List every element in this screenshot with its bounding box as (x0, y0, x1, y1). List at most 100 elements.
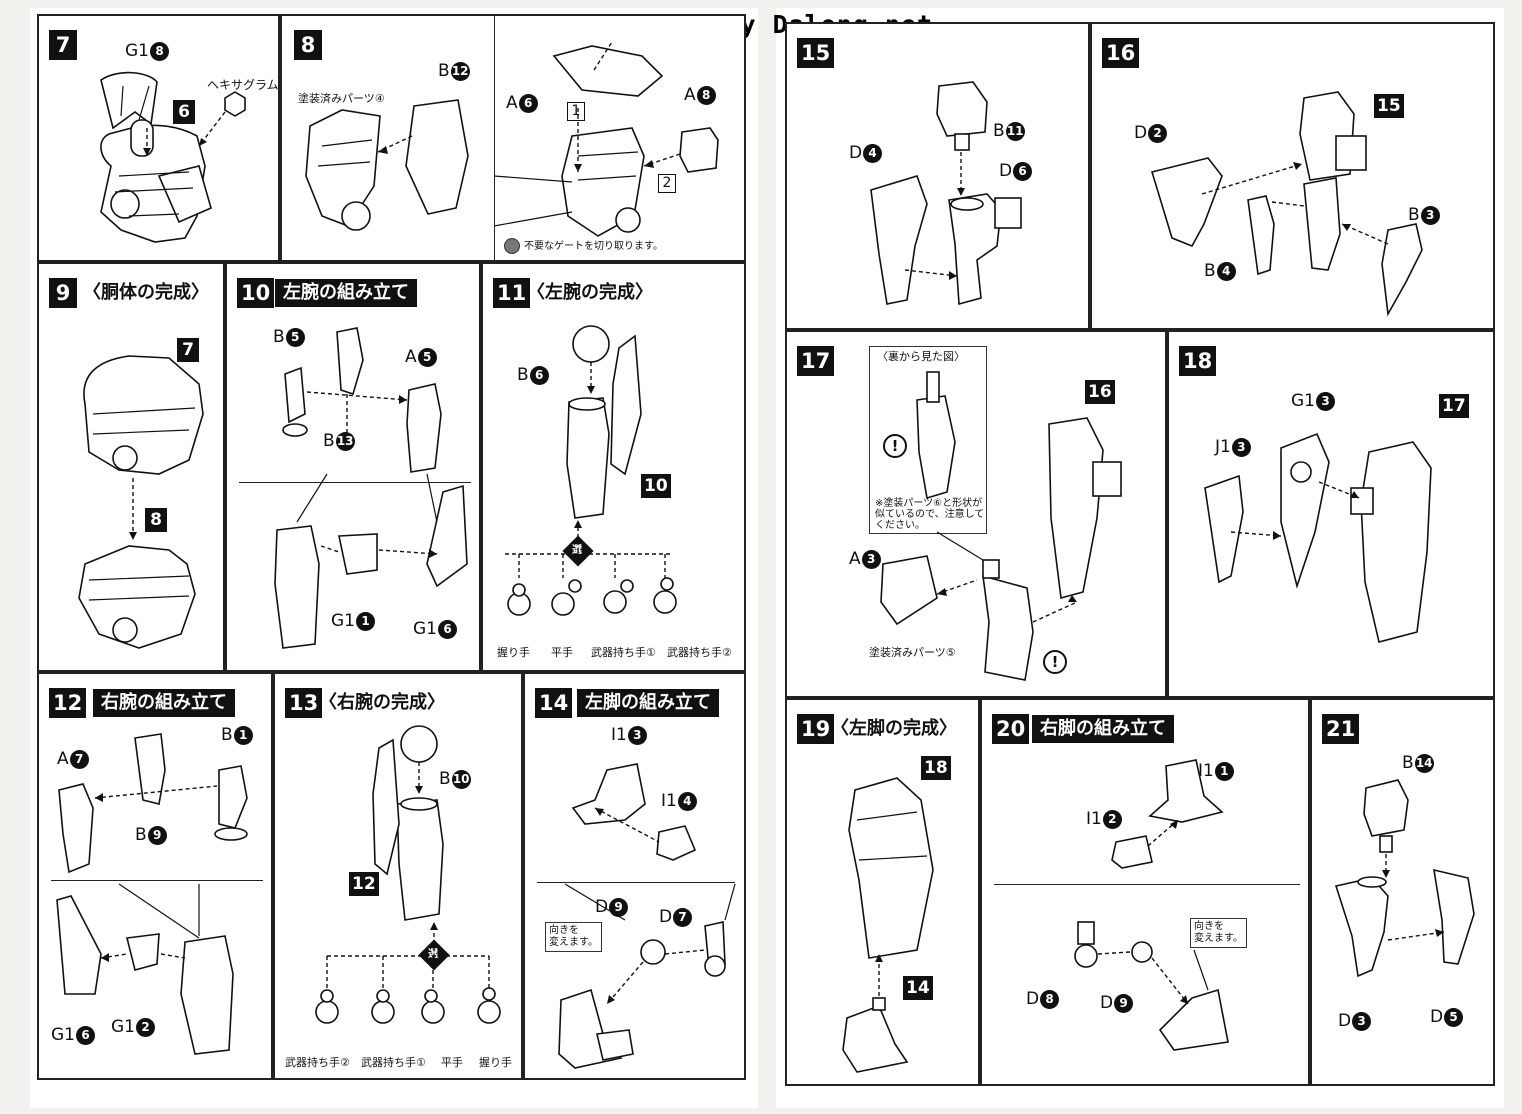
step-number: 12 (49, 688, 87, 718)
step-title: 左脚の組み立て (577, 689, 719, 717)
ref-step-18: 18 (921, 756, 951, 780)
step-number: 13 (285, 688, 323, 718)
step-number: 20 (992, 714, 1030, 744)
turn-note: 向きを 変えます。 (1190, 918, 1247, 948)
leg-upper-illustration (870, 81, 1022, 306)
torso-assembly-illustration (78, 355, 204, 649)
step-title: 左腕の組み立て (275, 279, 417, 307)
step-title: 右腕の組み立て (93, 689, 235, 717)
torso-lower-illustration (305, 41, 719, 237)
hexagram-label: ヘキサグラム (207, 78, 279, 92)
hand-option-2: 平手 (551, 646, 573, 659)
step-9-panel: 9 〈胴体の完成〉 7 8 (37, 262, 225, 672)
left-leg-complete-illustration (842, 777, 934, 1073)
step-17-panel: 17 〈裏から見た図〉 ! ※塗装パーツ⑥と形状が 似ているので、注意して くだ… (785, 330, 1167, 698)
ref-step-6: 6 (173, 100, 195, 124)
left-leg-illustration (558, 763, 736, 1069)
ref-step-16: 16 (1085, 380, 1115, 404)
divider (239, 482, 471, 483)
painted-part-4-label: 塗装済みパーツ④ (298, 92, 385, 105)
left-arm-illustration (274, 327, 468, 649)
right-arm-illustration (56, 733, 248, 1055)
right-arm-complete-illustration (315, 725, 501, 1024)
hand-option-1: 握り手 (497, 646, 530, 659)
step-title: 〈右腕の完成〉 (319, 692, 445, 713)
step-19-panel: 19 〈左脚の完成〉 18 14 (785, 698, 980, 1086)
left-arm-complete-illustration (505, 325, 677, 616)
leg-armor-illustration (880, 371, 1122, 681)
right-leg-illustration (1074, 759, 1229, 1051)
step-title: 〈胴体の完成〉 (83, 282, 209, 303)
hand-option-1: 武器持ち手② (285, 1056, 350, 1069)
step-title: 〈左腕の完成〉 (527, 282, 653, 303)
step-title: 右脚の組み立て (1032, 715, 1174, 743)
ref-step-7: 7 (177, 338, 199, 362)
divider (51, 880, 263, 881)
step-number: 17 (797, 346, 835, 376)
leg-side-armor-illustration (1204, 432, 1432, 643)
hand-option-3: 平手 (441, 1056, 463, 1069)
step-number: 19 (797, 714, 835, 744)
step-number: 8 (294, 30, 322, 60)
step-number: 18 (1179, 346, 1217, 376)
hand-option-2: 武器持ち手① (361, 1056, 426, 1069)
divider (537, 882, 735, 883)
ref-step-10: 10 (641, 474, 671, 498)
hand-option-3: 武器持ち手① (591, 646, 656, 659)
back-view-box (869, 346, 987, 534)
hand-option-4: 握り手 (479, 1056, 512, 1069)
leg-joint-illustration (1334, 779, 1475, 978)
ref-step-12: 12 (349, 872, 379, 896)
choice-label: 選 (428, 949, 438, 960)
step-title: 〈左脚の完成〉 (831, 718, 957, 739)
step-number: 14 (535, 688, 573, 718)
ref-step-17: 17 (1439, 394, 1469, 418)
turn-note: 向きを 変えます。 (545, 922, 602, 952)
painted-part-5-label: 塗装済みパーツ⑤ (869, 646, 956, 659)
sub-step-1: 1 (567, 102, 585, 121)
caution-note: ※塗装パーツ⑥と形状が 似ているので、注意して ください。 (875, 498, 985, 531)
hand-option-4: 武器持ち手② (667, 646, 732, 659)
step-number: 9 (49, 278, 77, 308)
back-view-label: 〈裏から見た図〉 (877, 350, 965, 363)
